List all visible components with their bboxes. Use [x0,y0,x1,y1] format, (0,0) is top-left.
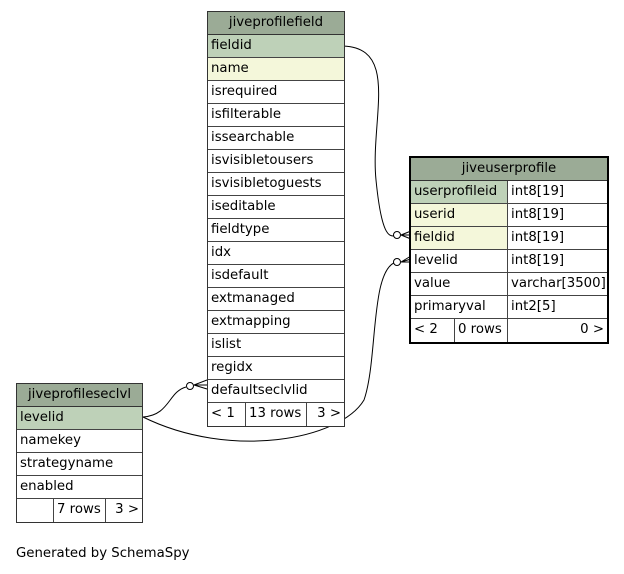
children-link[interactable]: 0 > [580,322,604,337]
table-title[interactable]: jiveuserprofile [411,158,607,181]
column-name: primaryval [411,296,508,319]
column-type: int8[19] [508,227,607,250]
column-defaultseclvlid: defaultseclvlid [208,380,344,403]
column-type: int2[5] [508,296,607,319]
row-count: 7 rows [54,499,106,522]
column-name: userid [411,204,508,227]
parents-link[interactable]: < 1 [208,403,246,426]
relation-fieldid-end-circle [393,231,401,239]
parents-link[interactable]: < 2 [411,319,455,342]
column-regidx: regidx [208,357,344,380]
column-iseditable: iseditable [208,196,344,219]
column-row-userid: userid int8[19] [411,204,607,227]
row-count: 0 rows [455,319,508,342]
column-isfilterable: isfilterable [208,104,344,127]
column-name: fieldid [411,227,508,250]
table-jiveuserprofile[interactable]: jiveuserprofile userprofileid int8[19] u… [409,156,609,344]
column-namekey: namekey [17,430,142,453]
column-extmapping: extmapping [208,311,344,334]
column-isrequired: isrequired [208,81,344,104]
children-link[interactable]: 3 > [115,502,139,517]
relation-levelid-end-circle [393,258,401,266]
column-issearchable: issearchable [208,127,344,150]
relation-defaultseclvlid [142,386,187,418]
column-type: int8[19] [508,204,607,227]
column-type: varchar[3500] [508,273,607,296]
relation-defaultseclvlid-crowfoot [193,379,208,390]
column-levelid: levelid [17,407,142,430]
table-footer: < 1 13 rows 3 > [208,403,344,426]
row-count: 13 rows [246,403,307,426]
relation-fieldid [342,45,397,237]
column-row-value: value varchar[3500] [411,273,607,296]
column-enabled: enabled [17,476,142,499]
column-row-primaryval: primaryval int2[5] [411,296,607,319]
column-extmanaged: extmanaged [208,288,344,311]
column-fieldtype: fieldtype [208,219,344,242]
column-row-fieldid: fieldid int8[19] [411,227,607,250]
column-isdefault: isdefault [208,265,344,288]
column-strategyname: strategyname [17,453,142,476]
column-name: name [208,58,344,81]
column-row-levelid: levelid int8[19] [411,250,607,273]
table-title[interactable]: jiveprofilefield [208,12,344,35]
column-name: levelid [411,250,508,273]
column-name: value [411,273,508,296]
column-idx: idx [208,242,344,265]
table-title[interactable]: jiveprofileseclvl [17,384,142,407]
children-link[interactable]: 3 > [317,406,341,421]
column-islist: islist [208,334,344,357]
table-jiveprofileseclvl[interactable]: jiveprofileseclvl levelid namekey strate… [16,383,143,523]
table-jiveprofilefield[interactable]: jiveprofilefield fieldid name isrequired… [207,11,345,427]
parents-link[interactable] [17,499,54,522]
table-footer: 7 rows 3 > [17,499,142,522]
column-isvisibletousers: isvisibletousers [208,150,344,173]
column-name: userprofileid [411,181,508,204]
relation-levelid-userprofile [142,261,397,442]
generated-by-text: Generated by SchemaSpy [16,546,190,561]
column-isvisibletoguests: isvisibletoguests [208,173,344,196]
column-type: int8[19] [508,181,607,204]
column-type: int8[19] [508,250,607,273]
relation-defaultseclvlid-end-circle [186,382,194,390]
column-row-userprofileid: userprofileid int8[19] [411,181,607,204]
table-footer: < 2 0 rows 0 > [411,319,607,342]
column-fieldid: fieldid [208,35,344,58]
